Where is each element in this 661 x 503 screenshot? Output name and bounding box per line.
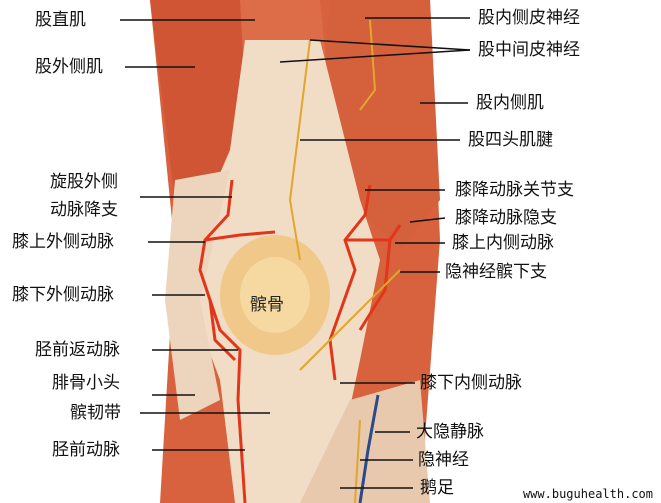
- arteries: [198, 179, 402, 503]
- label-anterior-tibial-artery: 胫前动脉: [52, 440, 120, 460]
- label-inferior-medial-genicular: 膝下内侧动脉: [420, 373, 522, 393]
- label-inferior-lateral-genicular: 膝下外侧动脉: [12, 285, 114, 305]
- label-pes-anserinus: 鹅足: [420, 478, 454, 498]
- label-anterior-tibial-recurrent: 胫前返动脉: [35, 340, 120, 360]
- label-fibular-head: 腓骨小头: [52, 373, 120, 393]
- label-rectus-femoris: 股直肌: [35, 10, 86, 30]
- label-infrapatellar-saphenous: 隐神经髌下支: [445, 262, 547, 282]
- label-descending-genicular-articular: 膝降动脉关节支: [455, 180, 574, 200]
- label-superior-medial-genicular: 膝上内侧动脉: [452, 233, 554, 253]
- label-superior-lateral-genicular: 膝上外侧动脉: [12, 232, 114, 252]
- label-vastus-medialis: 股内侧肌: [476, 93, 544, 113]
- label-vastus-lateralis: 股外侧肌: [35, 57, 103, 77]
- label-lateral-circumflex-1: 旋股外侧: [50, 172, 118, 192]
- watermark: www.buguhealth.com: [522, 487, 653, 501]
- pes-anserinus: [300, 380, 430, 503]
- label-quadriceps-tendon: 股四头肌腱: [468, 130, 553, 150]
- leader-lines: [120, 17, 471, 489]
- label-saphenous-nerve: 隐神经: [418, 450, 469, 470]
- label-medial-femoral-cutaneous: 股内侧皮神经: [478, 8, 580, 28]
- patella-label: 髌骨: [250, 295, 284, 315]
- label-lateral-circumflex-2: 动脉降支: [50, 200, 118, 220]
- label-descending-genicular-saphenous: 膝降动脉隐支: [455, 208, 557, 228]
- great-saphenous-vein: [358, 394, 380, 503]
- label-intermediate-femoral-cutaneous: 股中间皮神经: [478, 40, 580, 60]
- label-patellar-ligament: 髌韧带: [70, 403, 121, 423]
- label-great-saphenous-vein: 大隐静脉: [416, 422, 484, 442]
